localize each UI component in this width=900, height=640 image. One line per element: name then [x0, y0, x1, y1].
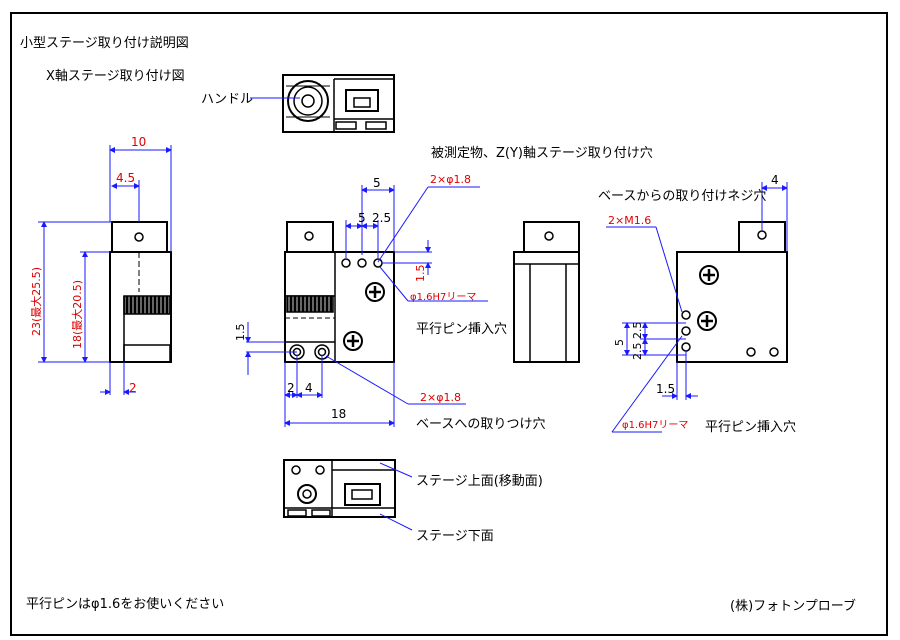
dim-2x-1-8-top: 2×φ1.8 — [430, 173, 471, 186]
company-name: (株)フォトンプローブ — [730, 598, 856, 614]
stage-top-label: ステージ上面(移動面) — [416, 474, 543, 489]
dim-5-inner: 5 — [358, 211, 366, 225]
base-mount-label: ベースへの取りつけ穴 — [416, 417, 545, 432]
dim-2-5-right-b: 2.5 — [631, 343, 644, 361]
dim-reamer-center: φ1.6H7リーマ — [410, 292, 476, 303]
dim-reamer-right: φ1.6H7リーマ — [622, 420, 688, 431]
measured-hole-label: 被測定物、Z(Y)軸ステージ取り付け穴 — [431, 146, 653, 161]
left-side-view — [109, 221, 172, 363]
dim-2-left: 2 — [129, 381, 137, 395]
right-side-view — [513, 221, 580, 363]
dim-18-bottom: 18 — [331, 407, 346, 421]
top-view — [282, 74, 395, 133]
dim-2-5-top: 2.5 — [372, 211, 391, 225]
dim-5-right: 5 — [613, 339, 626, 346]
front-dimensions — [245, 185, 488, 427]
base-hole-label: ベースからの取り付けネジ穴 — [598, 189, 766, 204]
bottom-leaders — [379, 462, 413, 531]
page-subtitle: X軸ステージ取り付け図 — [46, 69, 185, 84]
dim-18-vertical: 18(最大20.5) — [70, 280, 84, 349]
handle-label: ハンドル — [201, 92, 253, 107]
dim-2-5-right-a: 2.5 — [631, 322, 644, 340]
dim-4-right: 4 — [771, 173, 779, 187]
pin-hole-center-label: 平行ピン挿入穴 — [416, 322, 507, 337]
pin-hole-right-label: 平行ピン挿入穴 — [705, 420, 796, 435]
dim-4-bottom: 4 — [305, 381, 313, 395]
pin-note: 平行ピンはφ1.6をお使いください — [26, 596, 224, 612]
dim-23: 23(最大25.5) — [29, 267, 43, 336]
bottom-view — [283, 459, 396, 518]
left-dimensions — [38, 145, 172, 395]
dim-1-5-left: 1.5 — [234, 324, 247, 342]
dim-10: 10 — [131, 135, 146, 149]
dim-1-5-right-bottom: 1.5 — [656, 382, 675, 396]
dim-5-top: 5 — [373, 176, 381, 190]
handle-knob — [287, 80, 329, 122]
page-title: 小型ステージ取り付け説明図 — [20, 35, 189, 51]
dim-2-bottom: 2 — [287, 381, 295, 395]
stage-bottom-label: ステージ下面 — [416, 529, 494, 544]
right-view — [676, 221, 788, 363]
right-dimensions — [606, 182, 788, 433]
sheet-border — [10, 12, 888, 636]
dim-2x-m1-6: 2×M1.6 — [608, 214, 651, 227]
dim-4-5: 4.5 — [116, 171, 135, 185]
dim-1-5-right: 1.5 — [414, 265, 427, 283]
dim-2x-1-8-bottom: 2×φ1.8 — [420, 391, 461, 404]
